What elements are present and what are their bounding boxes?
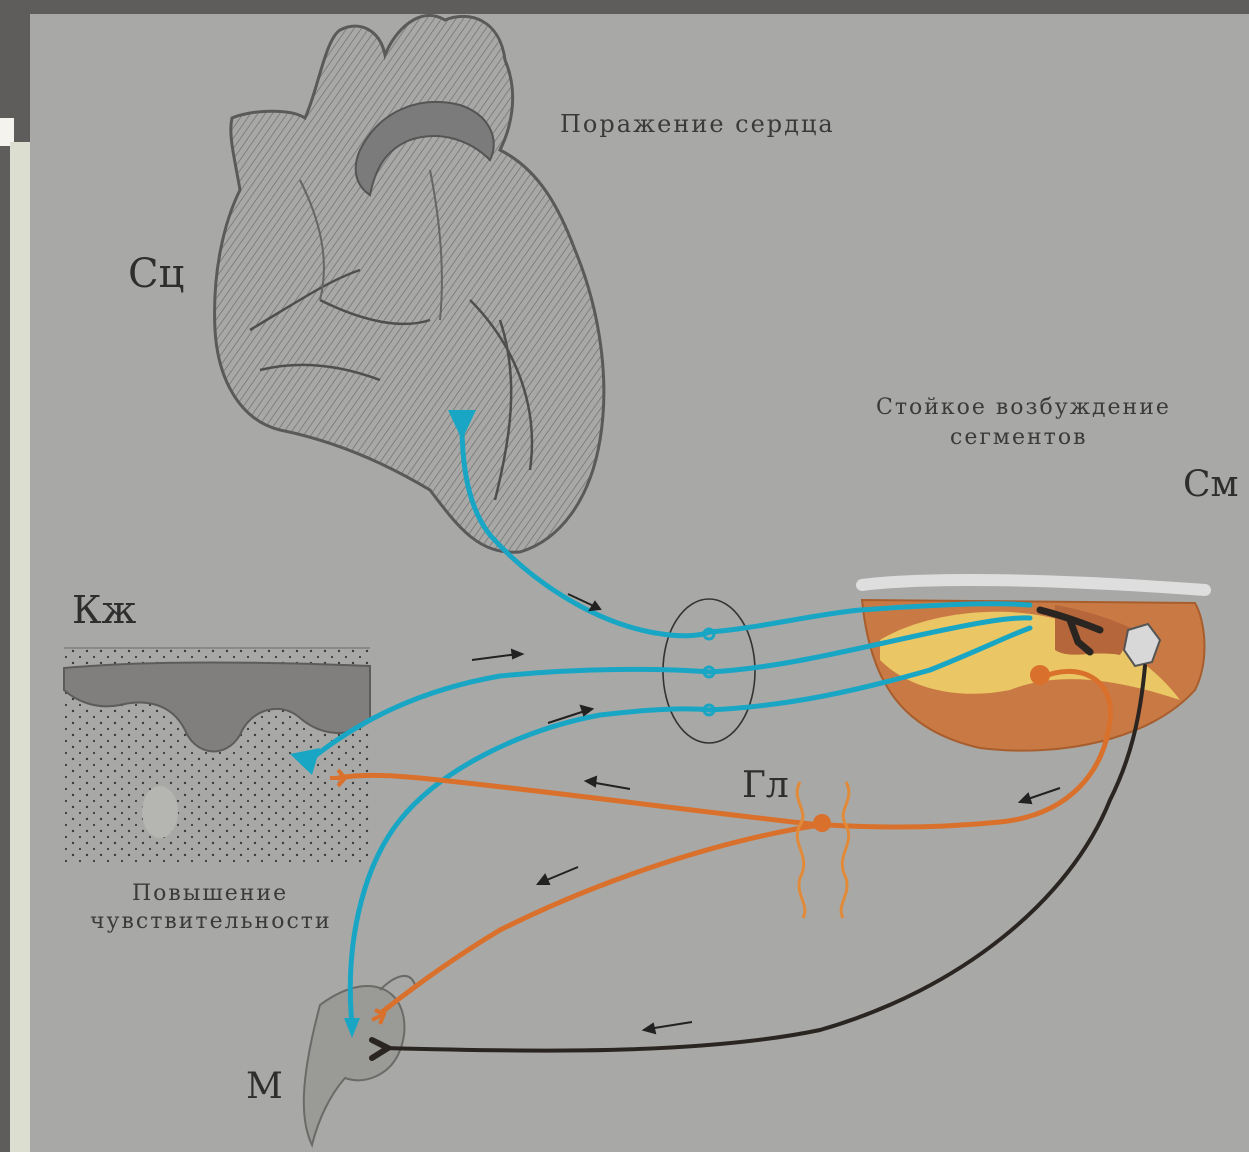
label-heart: Сц xyxy=(128,251,184,297)
label-skin: Кж xyxy=(72,588,136,632)
label-spinal-cord: См xyxy=(1183,464,1239,505)
caption-heart-damage: Поражение сердца xyxy=(560,110,835,138)
arrow-sympathetic-preganglionic xyxy=(1020,788,1060,803)
caption-excitation-line1: Стойкое возбуждение xyxy=(876,395,1171,420)
arrow-sympathetic-skin xyxy=(586,777,630,789)
skin-section-illustration xyxy=(64,648,370,864)
caption-sensitivity-line2: чувствительности xyxy=(90,909,332,934)
arrow-sensory-skin xyxy=(472,650,522,660)
heart-illustration xyxy=(215,15,604,552)
label-ganglion: Гл xyxy=(742,765,789,806)
arrow-sympathetic-muscle xyxy=(538,867,578,884)
arrow-motor xyxy=(644,1022,692,1033)
sympathetic-to-muscle xyxy=(382,825,820,1012)
caption-excitation-line2: сегментов xyxy=(950,425,1087,450)
label-muscle: М xyxy=(246,1066,283,1107)
caption-sensitivity-line1: Повышение xyxy=(132,881,288,906)
